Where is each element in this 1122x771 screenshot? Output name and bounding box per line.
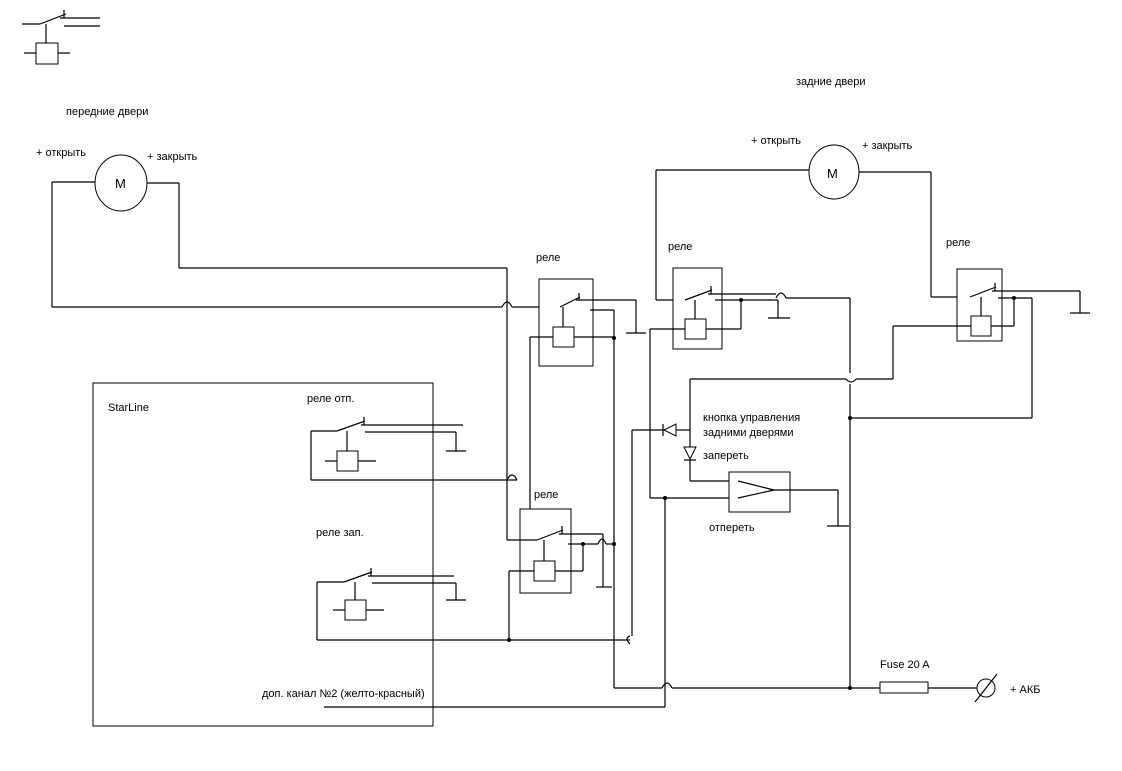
front-lower-relay-label: реле (534, 489, 558, 501)
rear-left-relay-label: реле (668, 241, 692, 253)
rear-motor-m-label: M (827, 166, 838, 181)
rear-left-relay (649, 267, 851, 499)
lock-label: запереть (703, 450, 749, 462)
aux-channel-label: доп. канал №2 (желто-красный) (262, 688, 425, 700)
starline-label: StarLine (108, 402, 149, 414)
front-lower-relay (507, 508, 616, 688)
fuse-label: Fuse 20 A (880, 659, 930, 671)
relay-lock-label: реле зап. (316, 527, 364, 539)
front-open-label: + открыть (36, 147, 86, 159)
front-doors-label: передние двери (66, 106, 148, 118)
rear-door-control-button: кнопка управления задними дверями запере… (626, 406, 849, 645)
rear-close-label: + закрыть (862, 140, 913, 152)
front-close-label: + закрыть (147, 151, 198, 163)
front-upper-relay (529, 278, 646, 544)
front-door-motor: M (94, 154, 148, 212)
rear-door-motor: M (808, 144, 860, 200)
rear-doors-label: задние двери (796, 76, 866, 88)
unlock-label: отпереть (709, 522, 755, 534)
battery-label: + АКБ (1010, 684, 1040, 696)
legend-relay-symbol (22, 10, 100, 65)
relay-unlock-label: реле отп. (307, 393, 354, 405)
rear-right-relay-label: реле (946, 237, 970, 249)
front-motor-m-label: M (115, 176, 126, 191)
starline-module: StarLine реле отп. реле зап. (92, 382, 630, 727)
rear-right-relay (689, 268, 1090, 419)
button-label-line1: кнопка управления (703, 412, 800, 424)
rear-open-label: + открыть (751, 135, 801, 147)
button-label-line2: задними дверями (703, 427, 793, 439)
front-upper-relay-label: реле (536, 252, 560, 264)
fuse-20a (879, 681, 929, 694)
